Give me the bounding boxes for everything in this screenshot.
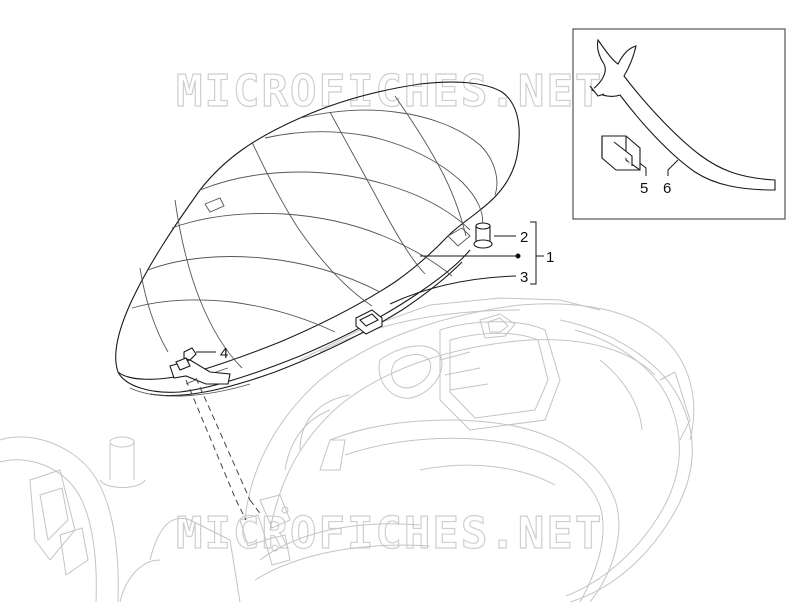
seat-assembly <box>115 81 520 397</box>
watermark-bottom: MICROFICHES.NET <box>176 508 603 559</box>
callout-1: 1 <box>546 249 554 266</box>
scooter-body-outline <box>0 297 695 602</box>
tool-inset-box <box>572 28 786 220</box>
watermark-top: MICROFICHES.NET <box>176 66 603 117</box>
latch-part-3 <box>355 309 383 335</box>
callout-3: 3 <box>520 269 528 286</box>
buffer-part-2 <box>473 222 493 249</box>
callout-6: 6 <box>663 180 671 197</box>
leader-lines <box>196 159 679 353</box>
hinge-part-4 <box>169 347 231 385</box>
callout-2: 2 <box>520 229 528 246</box>
assembly-dashed-line <box>185 377 263 521</box>
callout-4: 4 <box>220 345 228 362</box>
callout-5: 5 <box>640 180 648 197</box>
